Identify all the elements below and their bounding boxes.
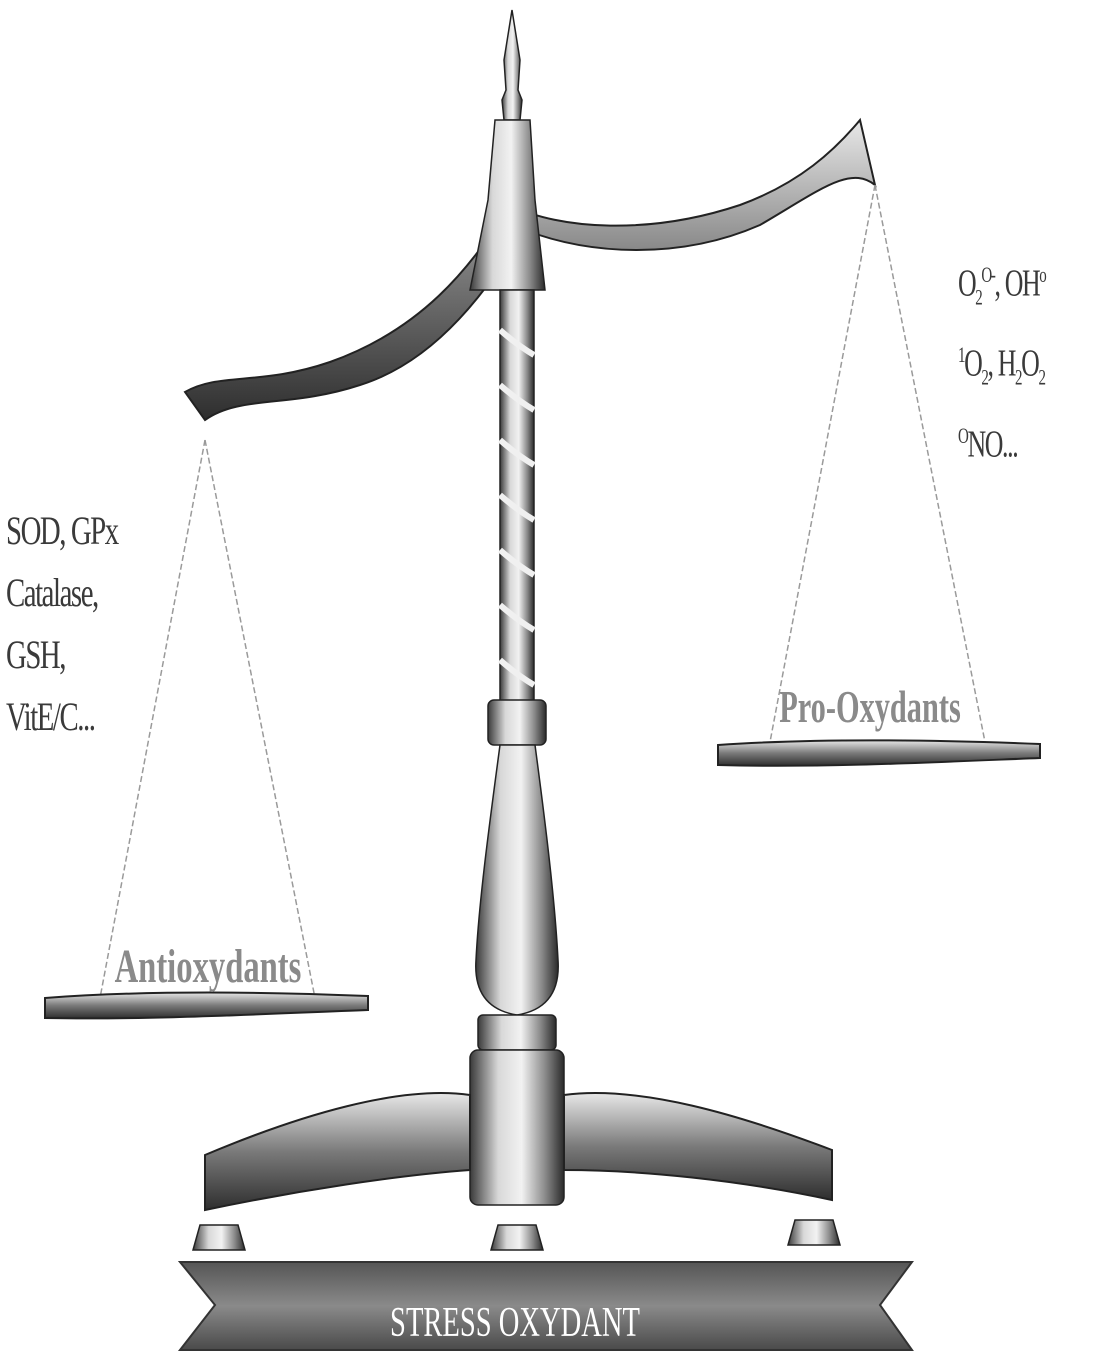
right-pan-strings (770, 185, 985, 742)
antioxidant-list: SOD, GPx Catalase, GSH, VitE/C... (6, 500, 128, 748)
left-pan-strings (100, 440, 315, 998)
left-pan (45, 993, 368, 1019)
antioxidant-item: VitE/C... (6, 686, 128, 748)
antioxidant-item: SOD, GPx (6, 500, 128, 562)
baluster (476, 745, 558, 1015)
base-leg-left (205, 1093, 470, 1210)
pro-oxidant-line-1: O2O-, OHo (958, 246, 1087, 326)
base-leg-right (564, 1093, 832, 1200)
base-hub (470, 1050, 564, 1205)
left-pan-label: Antioxydants (115, 939, 302, 993)
right-pan-label: Pro-Oxydants (779, 682, 961, 733)
antioxidant-item: GSH, (6, 624, 128, 686)
antioxidant-item: Catalase, (6, 562, 128, 624)
lower-collar (478, 1015, 556, 1050)
finial (502, 10, 522, 120)
column-collar (488, 700, 546, 745)
base-feet (193, 1220, 840, 1250)
pro-oxidant-list: O2O-, OHo 1O2, H2O2 ONO... (958, 246, 1087, 473)
pro-oxidant-line-2: 1O2, H2O2 (958, 326, 1087, 406)
pivot-head (470, 120, 545, 290)
right-pan (718, 740, 1040, 765)
banner-label: STRESS OXYDANT (390, 1299, 640, 1346)
pro-oxidant-line-3: ONO... (958, 407, 1087, 474)
